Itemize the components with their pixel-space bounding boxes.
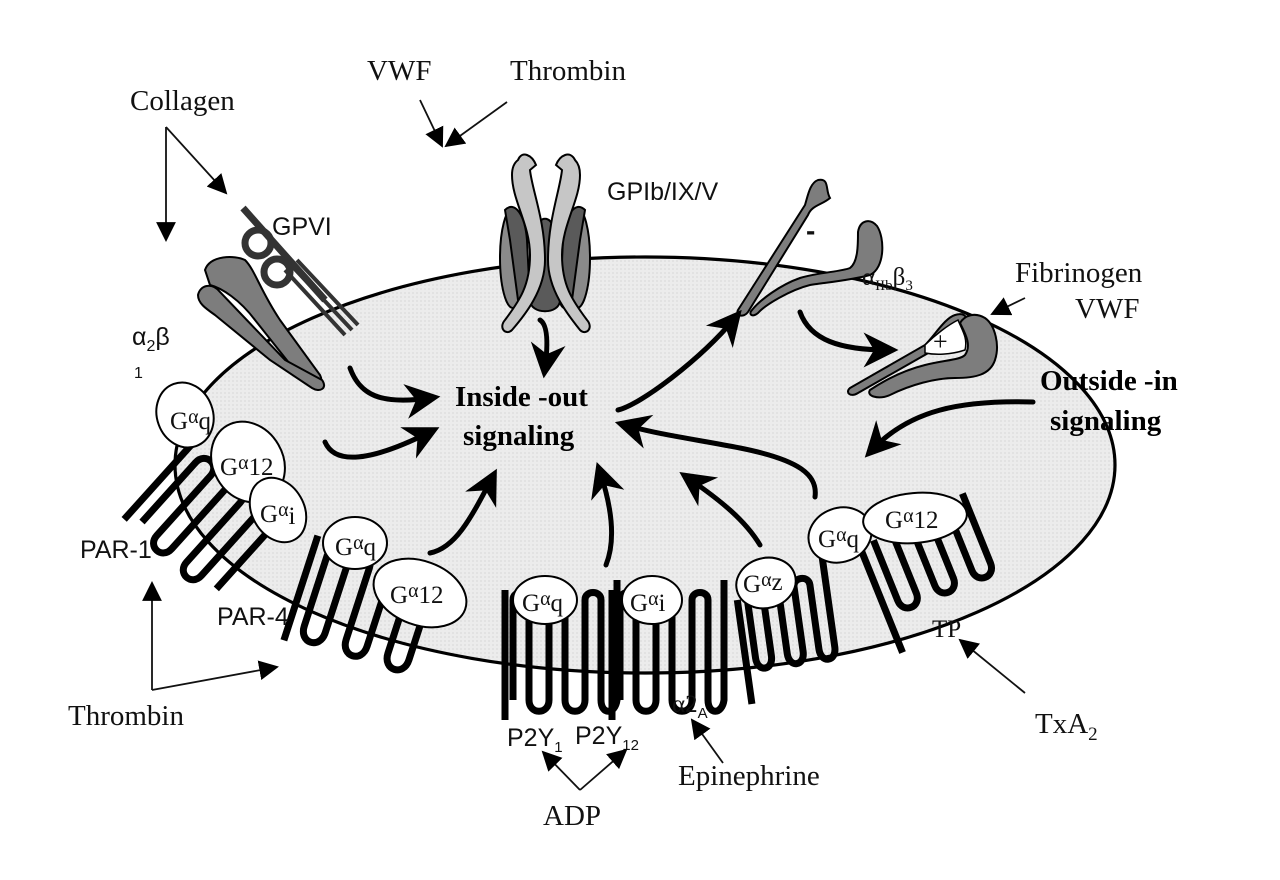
par4-label: PAR-4 <box>217 603 289 631</box>
par1-label: PAR-1 <box>80 536 152 564</box>
p2y12-label: P2Y12 <box>575 722 639 754</box>
vwf-right-label: VWF <box>1075 293 1139 325</box>
arrow-outside-in <box>864 399 1036 458</box>
thrombin-bottom-group: Thrombin <box>68 581 279 732</box>
collagen-arrow-to-gpvi <box>165 126 228 195</box>
aiib-b3-active: + <box>847 313 998 399</box>
gpib-label: GPIb/IX/V <box>607 178 718 206</box>
epinephrine-label: Epinephrine <box>678 760 820 792</box>
p2y1-label: P2Y1 <box>507 724 563 756</box>
svg-text:Gαi: Gαi <box>260 499 296 530</box>
svg-text:Gαi: Gαi <box>630 588 666 617</box>
g-protein-par4-ga12: Gα12 <box>372 557 468 629</box>
aiib-minus-sign: - <box>806 215 815 246</box>
svg-text:Gαq: Gαq <box>170 406 212 435</box>
g-protein-tp-ga12: Gα12 <box>862 491 968 545</box>
tp-receptor <box>856 492 995 654</box>
g-protein-par4-gaq: Gαq <box>322 516 388 570</box>
a2b1-integrin: α2β 1 <box>132 256 326 391</box>
thrombin-top-arrow <box>444 101 508 148</box>
gpib-agonists: VWF Thrombin <box>367 55 626 148</box>
gpib-ix-v-complex: GPIb/IX/V <box>499 153 718 334</box>
p2y12-receptor <box>608 580 728 720</box>
adp-group: ADP <box>541 748 628 832</box>
aiib-b3-inactive: - αIIbβ3 <box>736 178 913 317</box>
vwf-arrow <box>419 99 444 148</box>
vwf-top-label: VWF <box>367 55 431 87</box>
a2b1-subscript-1: 1 <box>134 365 143 382</box>
fibrinogen-vwf-agonist: Fibrinogen VWF <box>990 257 1143 325</box>
arrow-p2y1-to-inside-out <box>591 462 625 568</box>
epinephrine-group: Epinephrine <box>678 718 820 792</box>
svg-text:Gα12: Gα12 <box>885 505 939 534</box>
gpvi-receptor: GPVI <box>240 205 360 337</box>
g-protein-a2a-gaz: Gαz <box>735 556 797 610</box>
thrombin-top-label: Thrombin <box>510 55 626 87</box>
g-protein-par1-gaq: Gαq <box>155 381 215 449</box>
arrow-par4-to-inside-out <box>427 468 497 556</box>
a2b1-label: α2β <box>132 323 170 355</box>
p2y1-receptor <box>501 580 621 720</box>
svg-text:Gα12: Gα12 <box>220 452 274 481</box>
txa2-arrow <box>958 638 1026 694</box>
inside-out-signaling-label-line1: Inside -out <box>455 381 588 413</box>
a2a-label: α2A <box>672 691 708 722</box>
g-protein-p2y12-gai: Gαi <box>621 575 683 625</box>
svg-text:Gαq: Gαq <box>522 588 564 617</box>
svg-text:Gαq: Gαq <box>335 532 377 561</box>
thrombin-arrow-to-par4 <box>151 660 279 691</box>
aiib-plus-sign: + <box>933 327 948 356</box>
inside-out-signaling-label-line2: signaling <box>463 420 575 452</box>
epinephrine-arrow <box>690 718 724 764</box>
arrow-a2a-to-inside-out <box>679 472 763 548</box>
adp-arrow-to-p2y12 <box>579 748 628 791</box>
tp-label: TP <box>932 616 961 643</box>
svg-text:Gαq: Gαq <box>818 524 860 553</box>
arrow-gpvi-to-inside-out <box>347 365 441 419</box>
g-protein-p2y1-gaq: Gαq <box>512 575 578 625</box>
outside-in-signaling-label-line2: signaling <box>1050 405 1162 437</box>
arrow-inside-out-to-aiib <box>615 309 742 413</box>
g-protein-par1-gai: Gαi <box>248 476 308 544</box>
txa2-group: TxA2 <box>958 638 1098 745</box>
thrombin-bottom-label: Thrombin <box>68 700 184 732</box>
adp-label: ADP <box>543 800 601 832</box>
fibrinogen-label: Fibrinogen <box>1015 257 1143 289</box>
svg-text:Gα12: Gα12 <box>390 580 444 609</box>
adp-arrow-to-p2y1 <box>541 750 581 791</box>
collagen-group: Collagen <box>130 85 235 242</box>
a2a-receptor <box>733 522 839 705</box>
outside-in-signaling-label-line1: Outside -in <box>1040 365 1178 397</box>
fibrinogen-arrow <box>990 297 1026 316</box>
arrow-gpib-to-inside-out <box>530 317 566 379</box>
g-proteins: Gαq Gα12 Gαi Gαq Gα12 Gαq Gαi <box>155 381 968 629</box>
gpvi-label: GPVI <box>272 213 332 241</box>
g-protein-tp-gaq: Gαq <box>807 506 873 564</box>
arrow-aiib-activation <box>797 309 899 368</box>
signaling-arrows <box>322 309 1036 568</box>
collagen-label: Collagen <box>130 85 235 117</box>
arrow-tp-to-inside-out <box>614 414 818 500</box>
txa2-label: TxA2 <box>1035 708 1098 745</box>
par4-receptor <box>280 534 436 674</box>
arrow-a2b1-to-inside-out <box>322 427 440 460</box>
aiib-b3-label: αIIbβ3 <box>862 264 913 294</box>
svg-text:Gαz: Gαz <box>743 569 783 598</box>
